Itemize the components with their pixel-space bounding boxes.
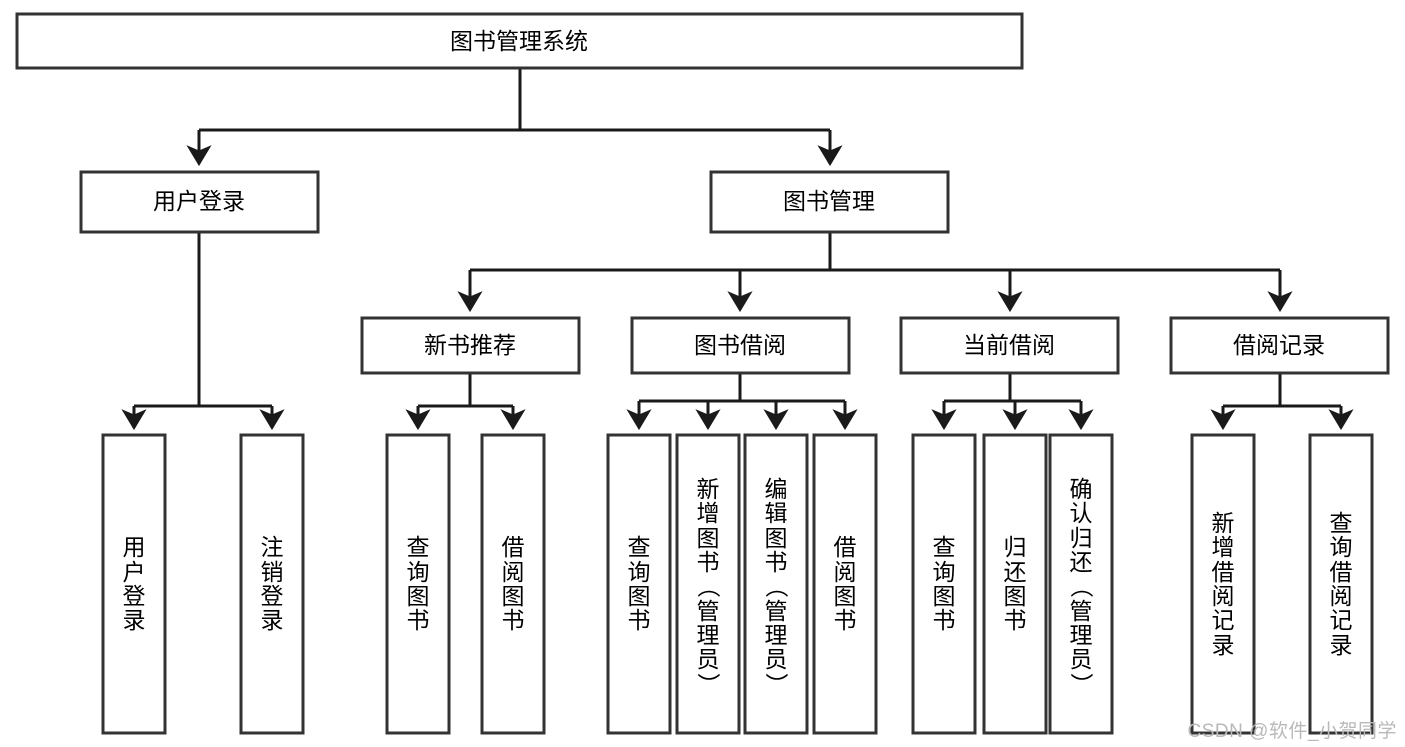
node-leaf-add-book-box[interactable]: [675, 433, 741, 735]
node-user-login-label: 用户登录: [153, 188, 245, 214]
node-user-login[interactable]: 用户登录: [79, 170, 320, 234]
node-root-label: 图书管理系统: [450, 28, 588, 54]
edge-group-root-to-level2: [186, 68, 843, 167]
node-new-book-recommend-box[interactable]: [360, 316, 581, 375]
node-borrow-record-box[interactable]: [1169, 316, 1390, 375]
node-current-borrow-label: 当前借阅: [963, 332, 1055, 358]
edge-group-user-login-to-leaves: [121, 232, 285, 431]
node-user-login-box[interactable]: [79, 170, 320, 234]
node-leaf-user-login-box[interactable]: [101, 433, 167, 735]
edge-group-book-manage-to-level3: [457, 232, 1293, 313]
node-leaf-logout-box[interactable]: [239, 433, 305, 735]
node-book-borrow[interactable]: 图书借阅: [630, 316, 851, 375]
node-root[interactable]: 图书管理系统: [15, 12, 1024, 70]
node-book-manage[interactable]: 图书管理: [709, 170, 950, 234]
node-leaf-query-borrow-record-box[interactable]: [1308, 433, 1374, 735]
edge-group-book-borrow-to-leaves: [626, 373, 858, 431]
node-current-borrow-box[interactable]: [899, 316, 1120, 375]
edge-group-new-book-recommend-to-leaves: [405, 373, 526, 431]
node-book-manage-box[interactable]: [709, 170, 950, 234]
node-new-book-recommend-label: 新书推荐: [424, 332, 516, 358]
node-book-manage-label: 图书管理: [783, 188, 875, 214]
node-leaf-add-borrow-record-box[interactable]: [1190, 433, 1256, 735]
node-book-borrow-box[interactable]: [630, 316, 851, 375]
node-leaf-query-book-current-box[interactable]: [911, 433, 977, 735]
node-leaf-query-book-borrow-box[interactable]: [606, 433, 672, 735]
node-current-borrow[interactable]: 当前借阅: [899, 316, 1120, 375]
edge-group-current-borrow-to-leaves: [931, 373, 1094, 431]
node-leaf-query-book-recommend-box[interactable]: [385, 433, 451, 735]
edge-group-borrow-record-to-leaves: [1210, 373, 1354, 431]
node-leaf-edit-book-box[interactable]: [743, 433, 809, 735]
node-new-book-recommend[interactable]: 新书推荐: [360, 316, 581, 375]
node-book-borrow-label: 图书借阅: [694, 332, 786, 358]
node-leaf-confirm-return-box[interactable]: [1048, 433, 1114, 735]
leaf-boxes: [101, 433, 1374, 735]
node-borrow-record-label: 借阅记录: [1233, 332, 1325, 358]
node-borrow-record[interactable]: 借阅记录: [1169, 316, 1390, 375]
node-leaf-borrow-book-box[interactable]: [812, 433, 878, 735]
node-leaf-borrow-book-recommend-box[interactable]: [480, 433, 546, 735]
node-root-box[interactable]: [15, 12, 1024, 70]
node-leaf-return-book-box[interactable]: [982, 433, 1048, 735]
